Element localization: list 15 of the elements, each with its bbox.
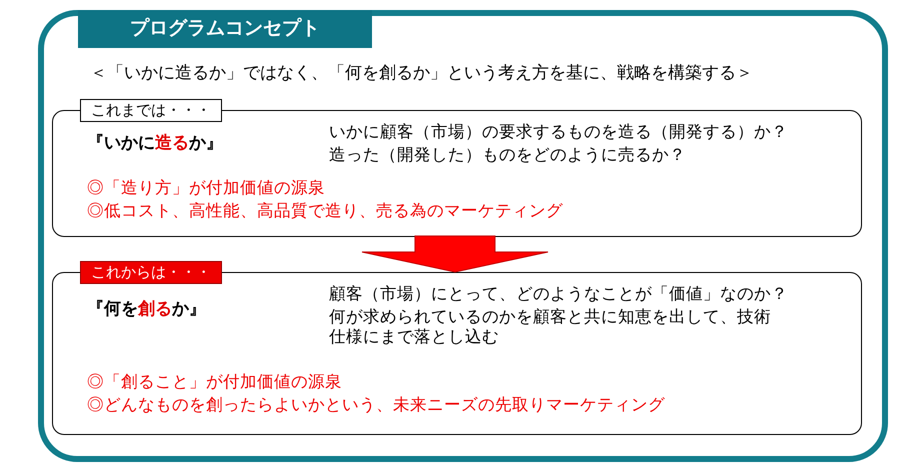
heading-tag: これからは・・・: [80, 261, 222, 284]
description-text: 何が求められているのかを顧客と共に知恵を出して、技術仕様にまで落とし込む: [329, 308, 772, 348]
subtitle: ＜「いかに造るか」ではなく、「何を創るか」という考え方を基に、戦略を構築する＞: [90, 63, 753, 84]
description-text: いかに顧客（市場）の要求するものを造る（開発する）か？: [329, 123, 788, 143]
point-text: ◎「創ること」が付加価値の源泉: [87, 373, 342, 393]
heading-tag: これまでは・・・: [80, 99, 222, 122]
description-text: 造った（開発した）ものをどのように売るか？: [329, 146, 686, 166]
title-tab: プログラムコンセプト: [78, 10, 372, 48]
point-text: ◎「造り方」が付加価値の源泉: [87, 179, 325, 199]
key-phrase: 『何を創るか』: [87, 299, 206, 320]
block-arrow: [362, 236, 548, 273]
description-text: 顧客（市場）にとって、どのようなことが「価値」なのか？: [329, 285, 788, 305]
point-text: ◎どんなものを創ったらよいかという、未来ニーズの先取りマーケティング: [87, 396, 665, 416]
key-phrase: 『いかに造るか』: [87, 133, 223, 154]
point-text: ◎低コスト、高性能、高品質で造り、売る為のマーケティング: [87, 202, 563, 222]
